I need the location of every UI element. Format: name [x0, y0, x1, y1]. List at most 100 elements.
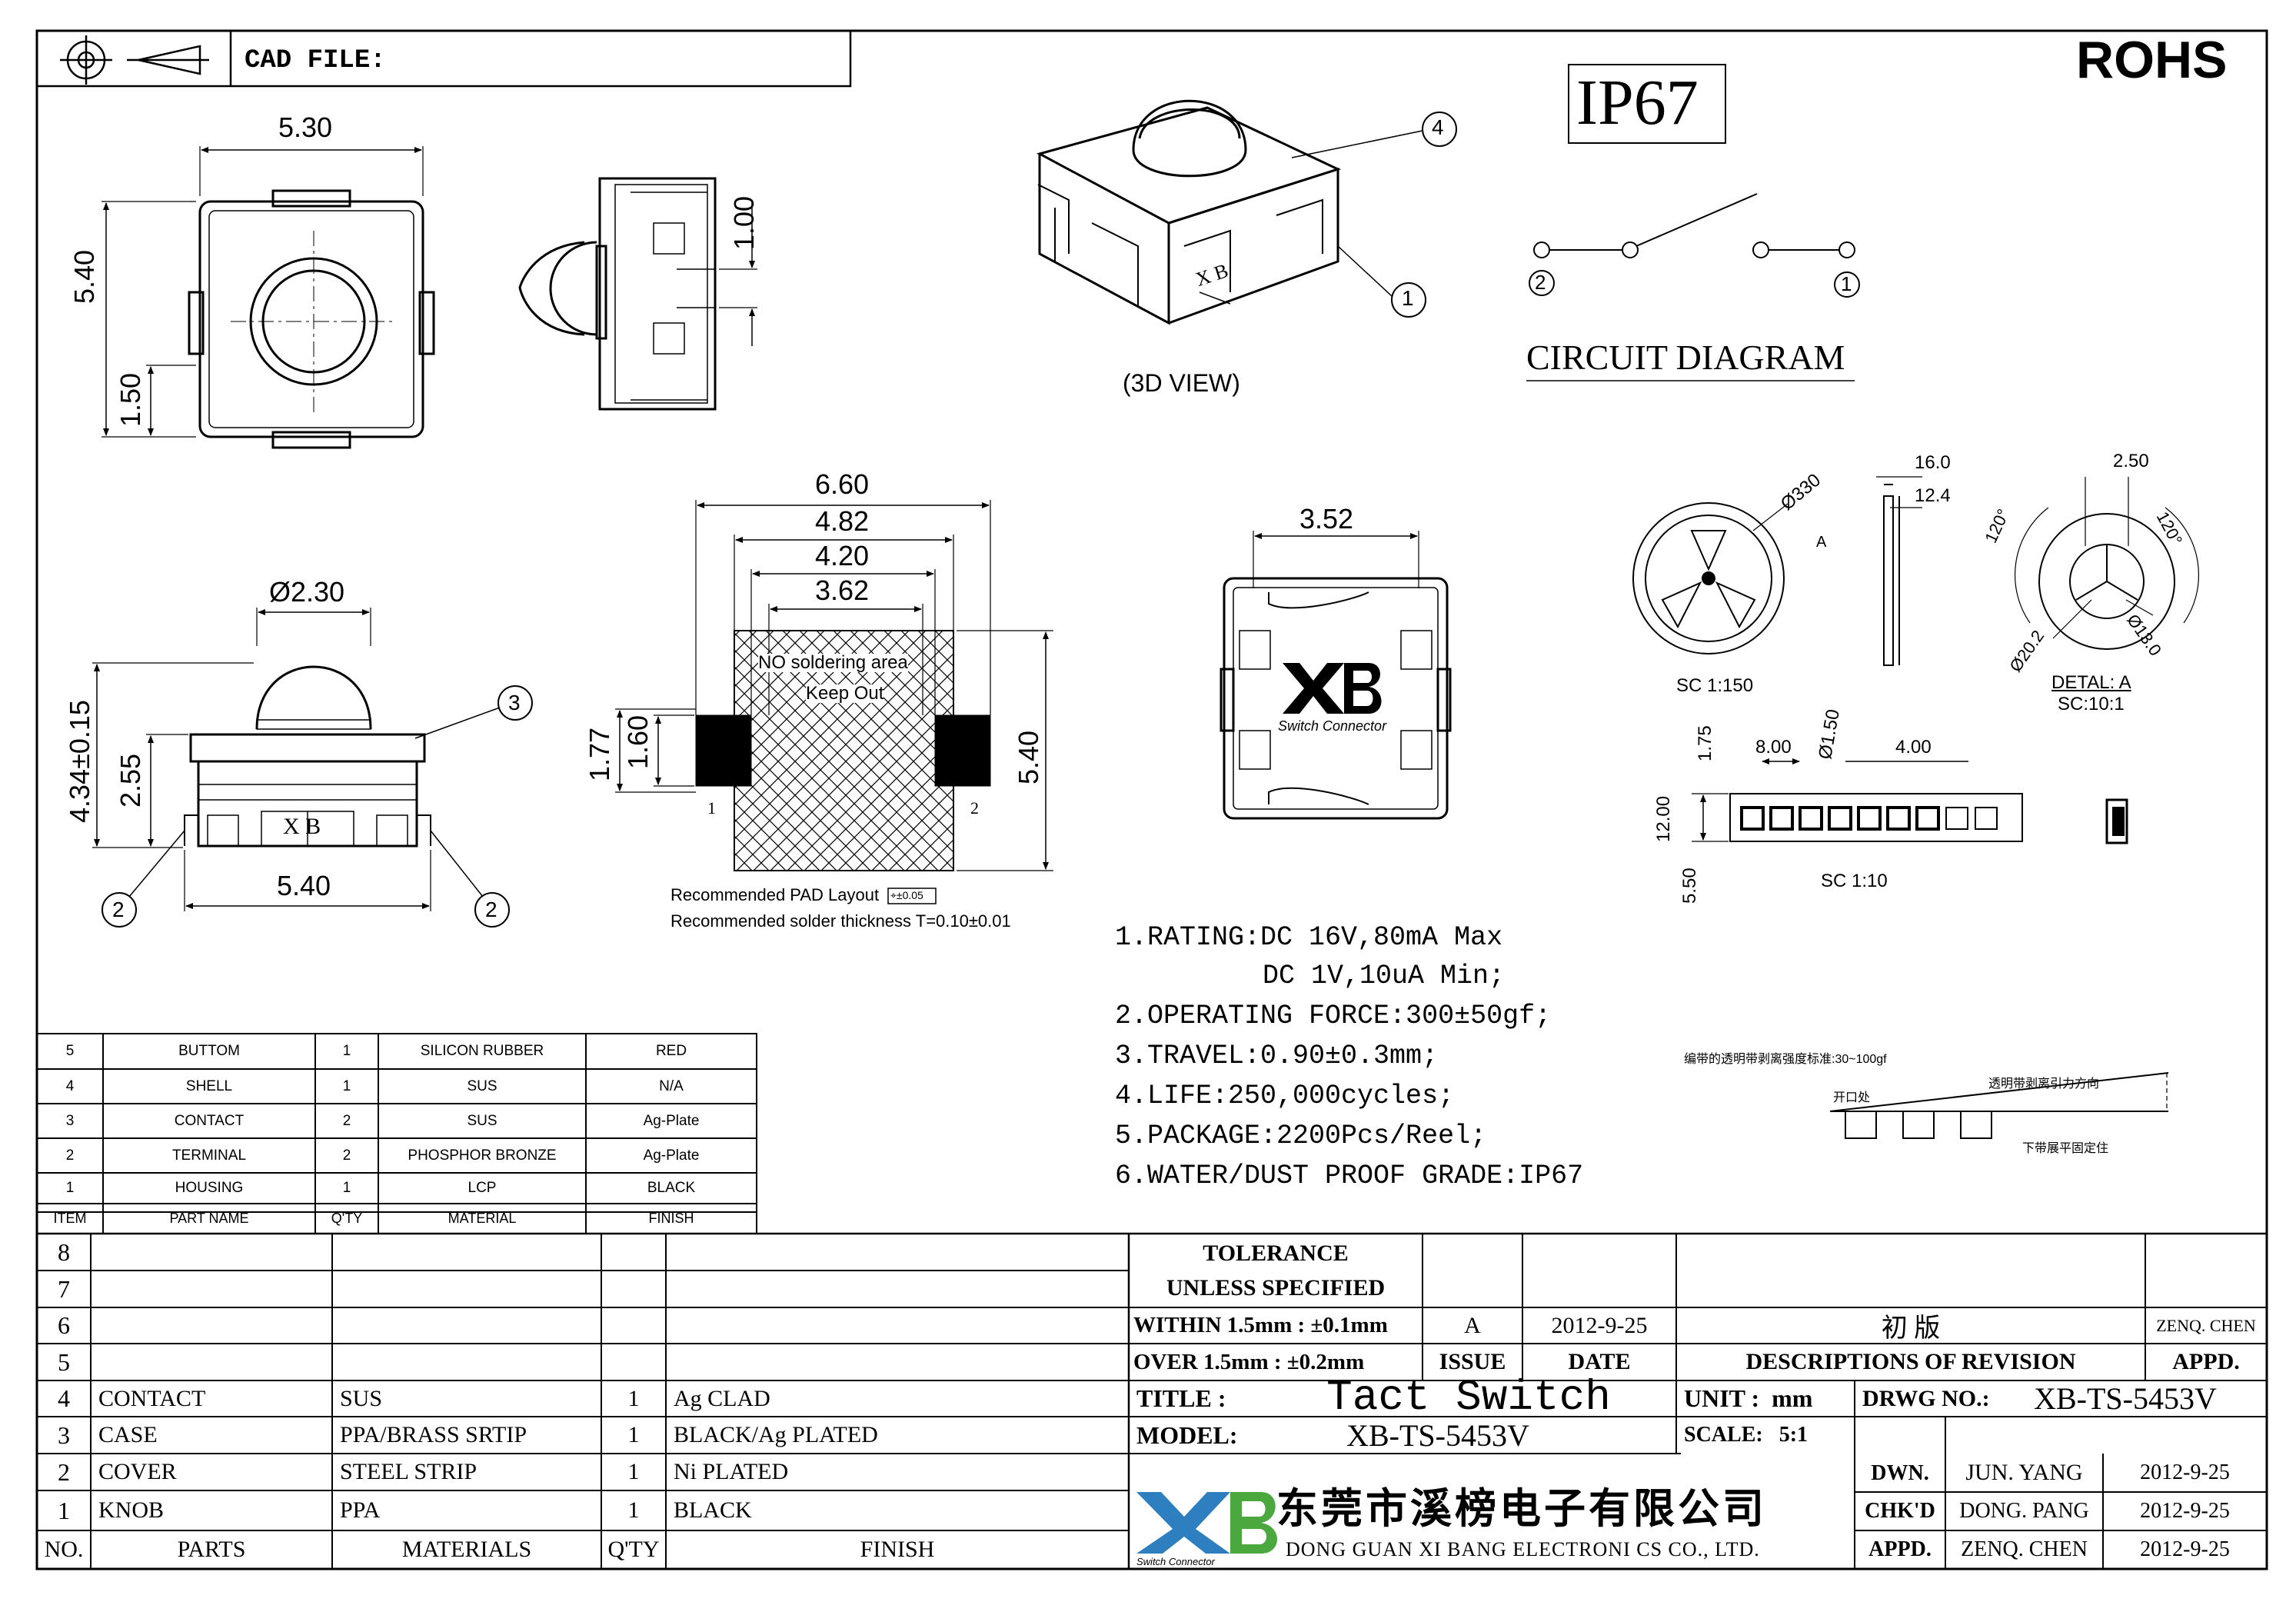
detail-a-scale: SC:10:1 — [2058, 694, 2125, 714]
bom-part-cell: CASE — [98, 1422, 158, 1447]
callout-2-left: 2 — [112, 898, 125, 921]
spec-line-5: 5.PACKAGE:2200Pcs/Reel; — [1115, 1121, 1487, 1151]
parts-header-cell: PART NAME — [169, 1211, 249, 1226]
circuit-terminal-2: 2 — [1535, 271, 1546, 294]
parts-cell: BUTTOM — [178, 1043, 240, 1059]
chkd-name: DONG. PANG — [1959, 1499, 2089, 1523]
bom-qty-cell: 1 — [627, 1385, 640, 1411]
parts-cell: SILICON RUBBER — [420, 1043, 544, 1059]
cad-file-label: CAD FILE: — [245, 46, 386, 75]
bom-header-cell: NO. — [44, 1537, 84, 1562]
projection-symbol-icon — [60, 35, 209, 85]
bottom-logo-sub: Switch Connector — [1278, 718, 1387, 734]
front-marking: X B — [283, 814, 321, 839]
bom-header-cell: FINISH — [860, 1537, 935, 1562]
bom-no-cell: 5 — [58, 1347, 70, 1376]
appd2-label: APPD. — [1868, 1537, 1932, 1561]
parts-header-cell: Q'TY — [331, 1211, 363, 1226]
bom-finish-cell: Ni PLATED — [674, 1459, 789, 1484]
ip67-mark: IP67 — [1576, 67, 1699, 138]
drwg-label: DRWG NO.: — [1862, 1385, 1990, 1411]
detail-a-title: DETAL: A — [2051, 672, 2131, 693]
bom-finish-cell: Ag CLAD — [674, 1385, 770, 1411]
reel-width-124: 12.4 — [1915, 485, 1951, 506]
parts-cell: Ag-Plate — [643, 1112, 700, 1129]
dim-pad-160: 1.60 — [622, 714, 654, 769]
scale-label: SCALE: — [1684, 1423, 1763, 1447]
dim-side-right: 1.00 — [728, 195, 760, 250]
pad-pin-1: 1 — [707, 798, 716, 818]
appd2-name: ZENQ. CHEN — [1961, 1537, 2088, 1561]
dim-bottom-width: 3.52 — [1299, 503, 1354, 535]
bom-no-cell: 8 — [58, 1237, 70, 1266]
dim-knob-diameter: Ø2.30 — [269, 576, 345, 608]
parts-header-cell: FINISH — [648, 1211, 694, 1226]
peel-base-label: 下带展平固定住 — [2022, 1142, 2109, 1155]
scale-value: 5:1 — [1779, 1423, 1809, 1447]
tape-dim-550: 5.50 — [1679, 868, 1700, 904]
unless-specified-label: UNLESS SPECIFIED — [1166, 1275, 1386, 1301]
sheet-border — [35, 29, 2268, 1570]
circuit-diagram — [1526, 193, 1860, 381]
bottom-view — [1220, 531, 1452, 820]
bom-part-cell: CONTACT — [98, 1385, 206, 1411]
unit-label: UNIT : — [1684, 1384, 1760, 1412]
parts-cell: CONTACT — [174, 1112, 245, 1129]
model-value: XB-TS-5453V — [1346, 1417, 1529, 1453]
parts-cell: HOUSING — [175, 1180, 244, 1196]
parts-cell: SHELL — [185, 1077, 233, 1094]
bom-no-cell: 2 — [58, 1457, 70, 1486]
pad-tolerance-box: ⌖±0.05 — [890, 889, 923, 901]
tolerance-over: OVER 1.5mm : ±0.2mm — [1133, 1349, 1365, 1374]
revision-approver: ZENQ. CHEN — [2156, 1315, 2256, 1335]
pad-pin-2: 2 — [970, 798, 979, 818]
parts-cell: 4 — [65, 1077, 75, 1094]
peel-direction-label: 透明带剥离引力方向 — [1988, 1077, 2100, 1091]
dim-base-width: 5.40 — [277, 870, 331, 901]
tape-scale: SC 1:10 — [1821, 871, 1888, 891]
issue-value: A — [1464, 1312, 1481, 1338]
date-label: DATE — [1568, 1349, 1631, 1374]
peel-opening-label: 开口处 — [1833, 1091, 1871, 1104]
issue-label: ISSUE — [1439, 1349, 1506, 1374]
chkd-label: CHK'D — [1865, 1499, 1935, 1523]
company-name-en: DONG GUAN XI BANG ELECTRONI CS CO., LTD. — [1286, 1538, 1760, 1560]
circuit-terminal-1: 1 — [1841, 272, 1852, 295]
parts-cell: 2 — [65, 1147, 75, 1164]
peel-strength-note: 编带的透明带剥离强度标准:30~100gf — [1684, 1053, 1887, 1066]
dim-top-width: 5.30 — [278, 112, 333, 143]
dim-pad-177: 1.77 — [584, 727, 615, 781]
spec-line-6: 6.WATER/DUST PROOF GRADE:IP67 — [1115, 1161, 1584, 1191]
circuit-title: CIRCUIT DIAGRAM — [1526, 338, 1845, 377]
callout-1: 1 — [1402, 286, 1414, 310]
side-view — [518, 177, 757, 411]
peel-diagram — [1829, 1072, 2169, 1139]
bom-material-cell: PPA — [340, 1497, 381, 1523]
keep-out-label: Keep Out — [806, 683, 884, 704]
bom-part-cell: KNOB — [98, 1497, 165, 1523]
parts-cell: N/A — [659, 1077, 684, 1094]
parts-cell: 1 — [342, 1077, 351, 1094]
company-name-cn: 东莞市溪榜电子有限公司 — [1276, 1486, 1767, 1532]
chkd-date: 2012-9-25 — [2140, 1499, 2230, 1523]
title-label: TITLE : — [1136, 1384, 1226, 1412]
bom-qty-cell: 1 — [627, 1497, 640, 1523]
dim-total-height: 4.34±0.15 — [64, 700, 95, 823]
parts-table-grid — [36, 1033, 757, 1234]
callout-2-right: 2 — [485, 898, 497, 921]
bom-no-cell: 6 — [58, 1311, 70, 1339]
bom-finish-cell: BLACK/Ag PLATED — [674, 1422, 878, 1447]
dim-pad-660: 6.60 — [815, 468, 870, 500]
bom-finish-cell: BLACK — [674, 1497, 752, 1523]
desc-label: DESCRIPTIONS OF REVISION — [1745, 1349, 2076, 1374]
top-view — [101, 146, 435, 449]
bom-no-cell: 1 — [58, 1496, 70, 1524]
tape-dim-1200: 12.00 — [1653, 795, 1674, 842]
hub-dim-250: 2.50 — [2113, 451, 2149, 471]
reel-detail-mark: A — [1816, 534, 1827, 551]
dim-pad-420: 4.20 — [815, 540, 870, 571]
tolerance-within: WITHIN 1.5mm : ±0.1mm — [1133, 1313, 1388, 1337]
bom-qty-cell: 1 — [627, 1422, 640, 1447]
appd2-date: 2012-9-25 — [2140, 1537, 2230, 1561]
